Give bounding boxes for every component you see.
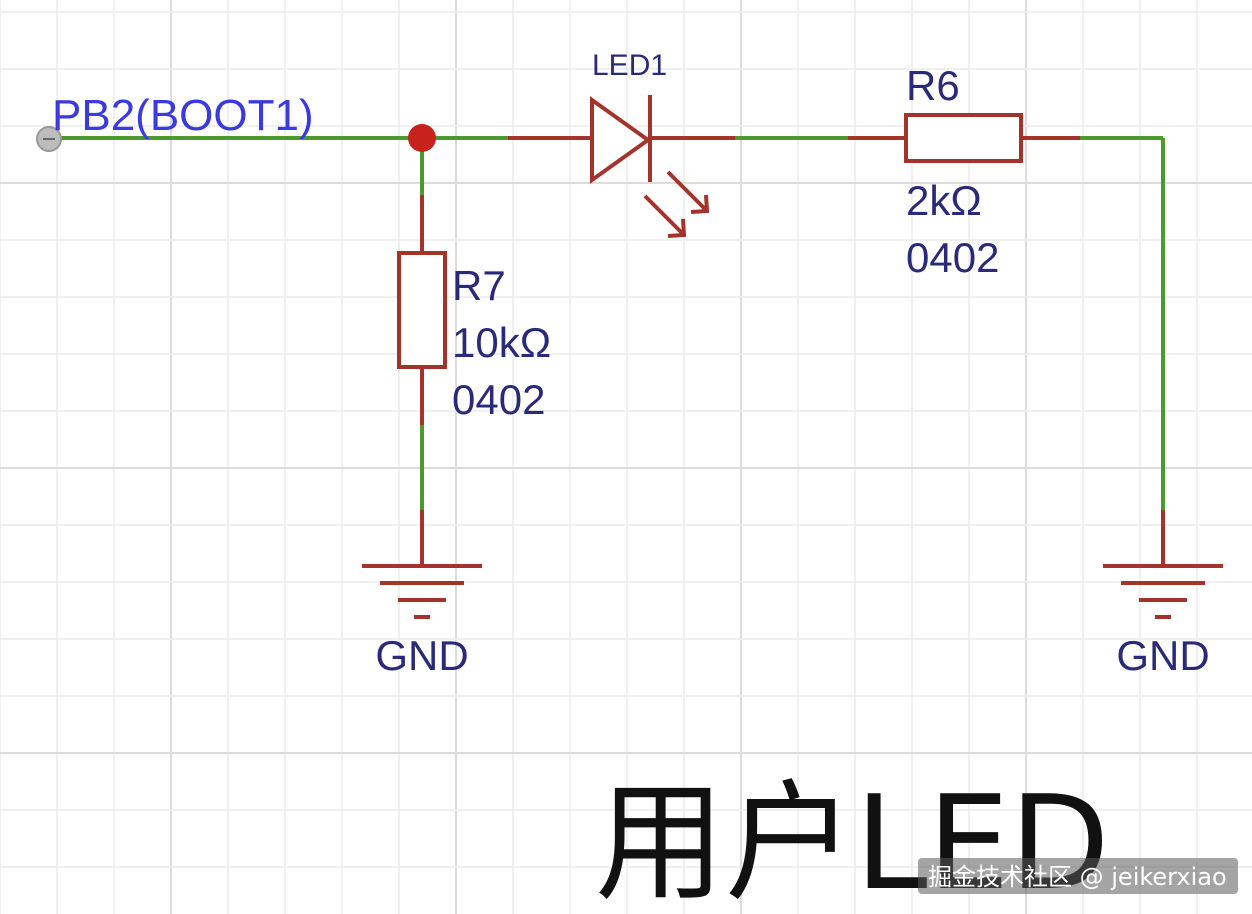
led1-light-arrows-icon bbox=[643, 170, 710, 238]
led1-symbol[interactable] bbox=[508, 95, 735, 238]
r6-designator: R6 bbox=[906, 62, 960, 109]
gnd-left-symbol[interactable] bbox=[362, 510, 482, 619]
junction-dot bbox=[408, 124, 436, 152]
net-label-pb2-boot1[interactable]: PB2(BOOT1) bbox=[52, 91, 314, 140]
components bbox=[362, 95, 1223, 619]
r7-value: 10kΩ bbox=[452, 319, 551, 366]
r7-symbol[interactable] bbox=[397, 195, 447, 425]
gnd-right-symbol[interactable] bbox=[1103, 510, 1223, 619]
led1-triangle bbox=[590, 96, 652, 184]
r6-value: 2kΩ bbox=[906, 177, 982, 224]
r6-body bbox=[904, 113, 1023, 163]
gnd-left-label: GND bbox=[375, 632, 468, 679]
watermark-background bbox=[918, 858, 1238, 894]
watermark: 掘金技术社区 @ jeikerxiao bbox=[928, 863, 1227, 891]
r6-package: 0402 bbox=[906, 234, 999, 281]
led1-designator: LED1 bbox=[592, 49, 667, 82]
gnd-right-label: GND bbox=[1116, 632, 1209, 679]
r6-symbol[interactable] bbox=[848, 113, 1080, 163]
r7-body bbox=[397, 251, 447, 369]
wires bbox=[50, 136, 1165, 510]
r7-designator: R7 bbox=[452, 262, 506, 309]
r7-package: 0402 bbox=[452, 376, 545, 423]
